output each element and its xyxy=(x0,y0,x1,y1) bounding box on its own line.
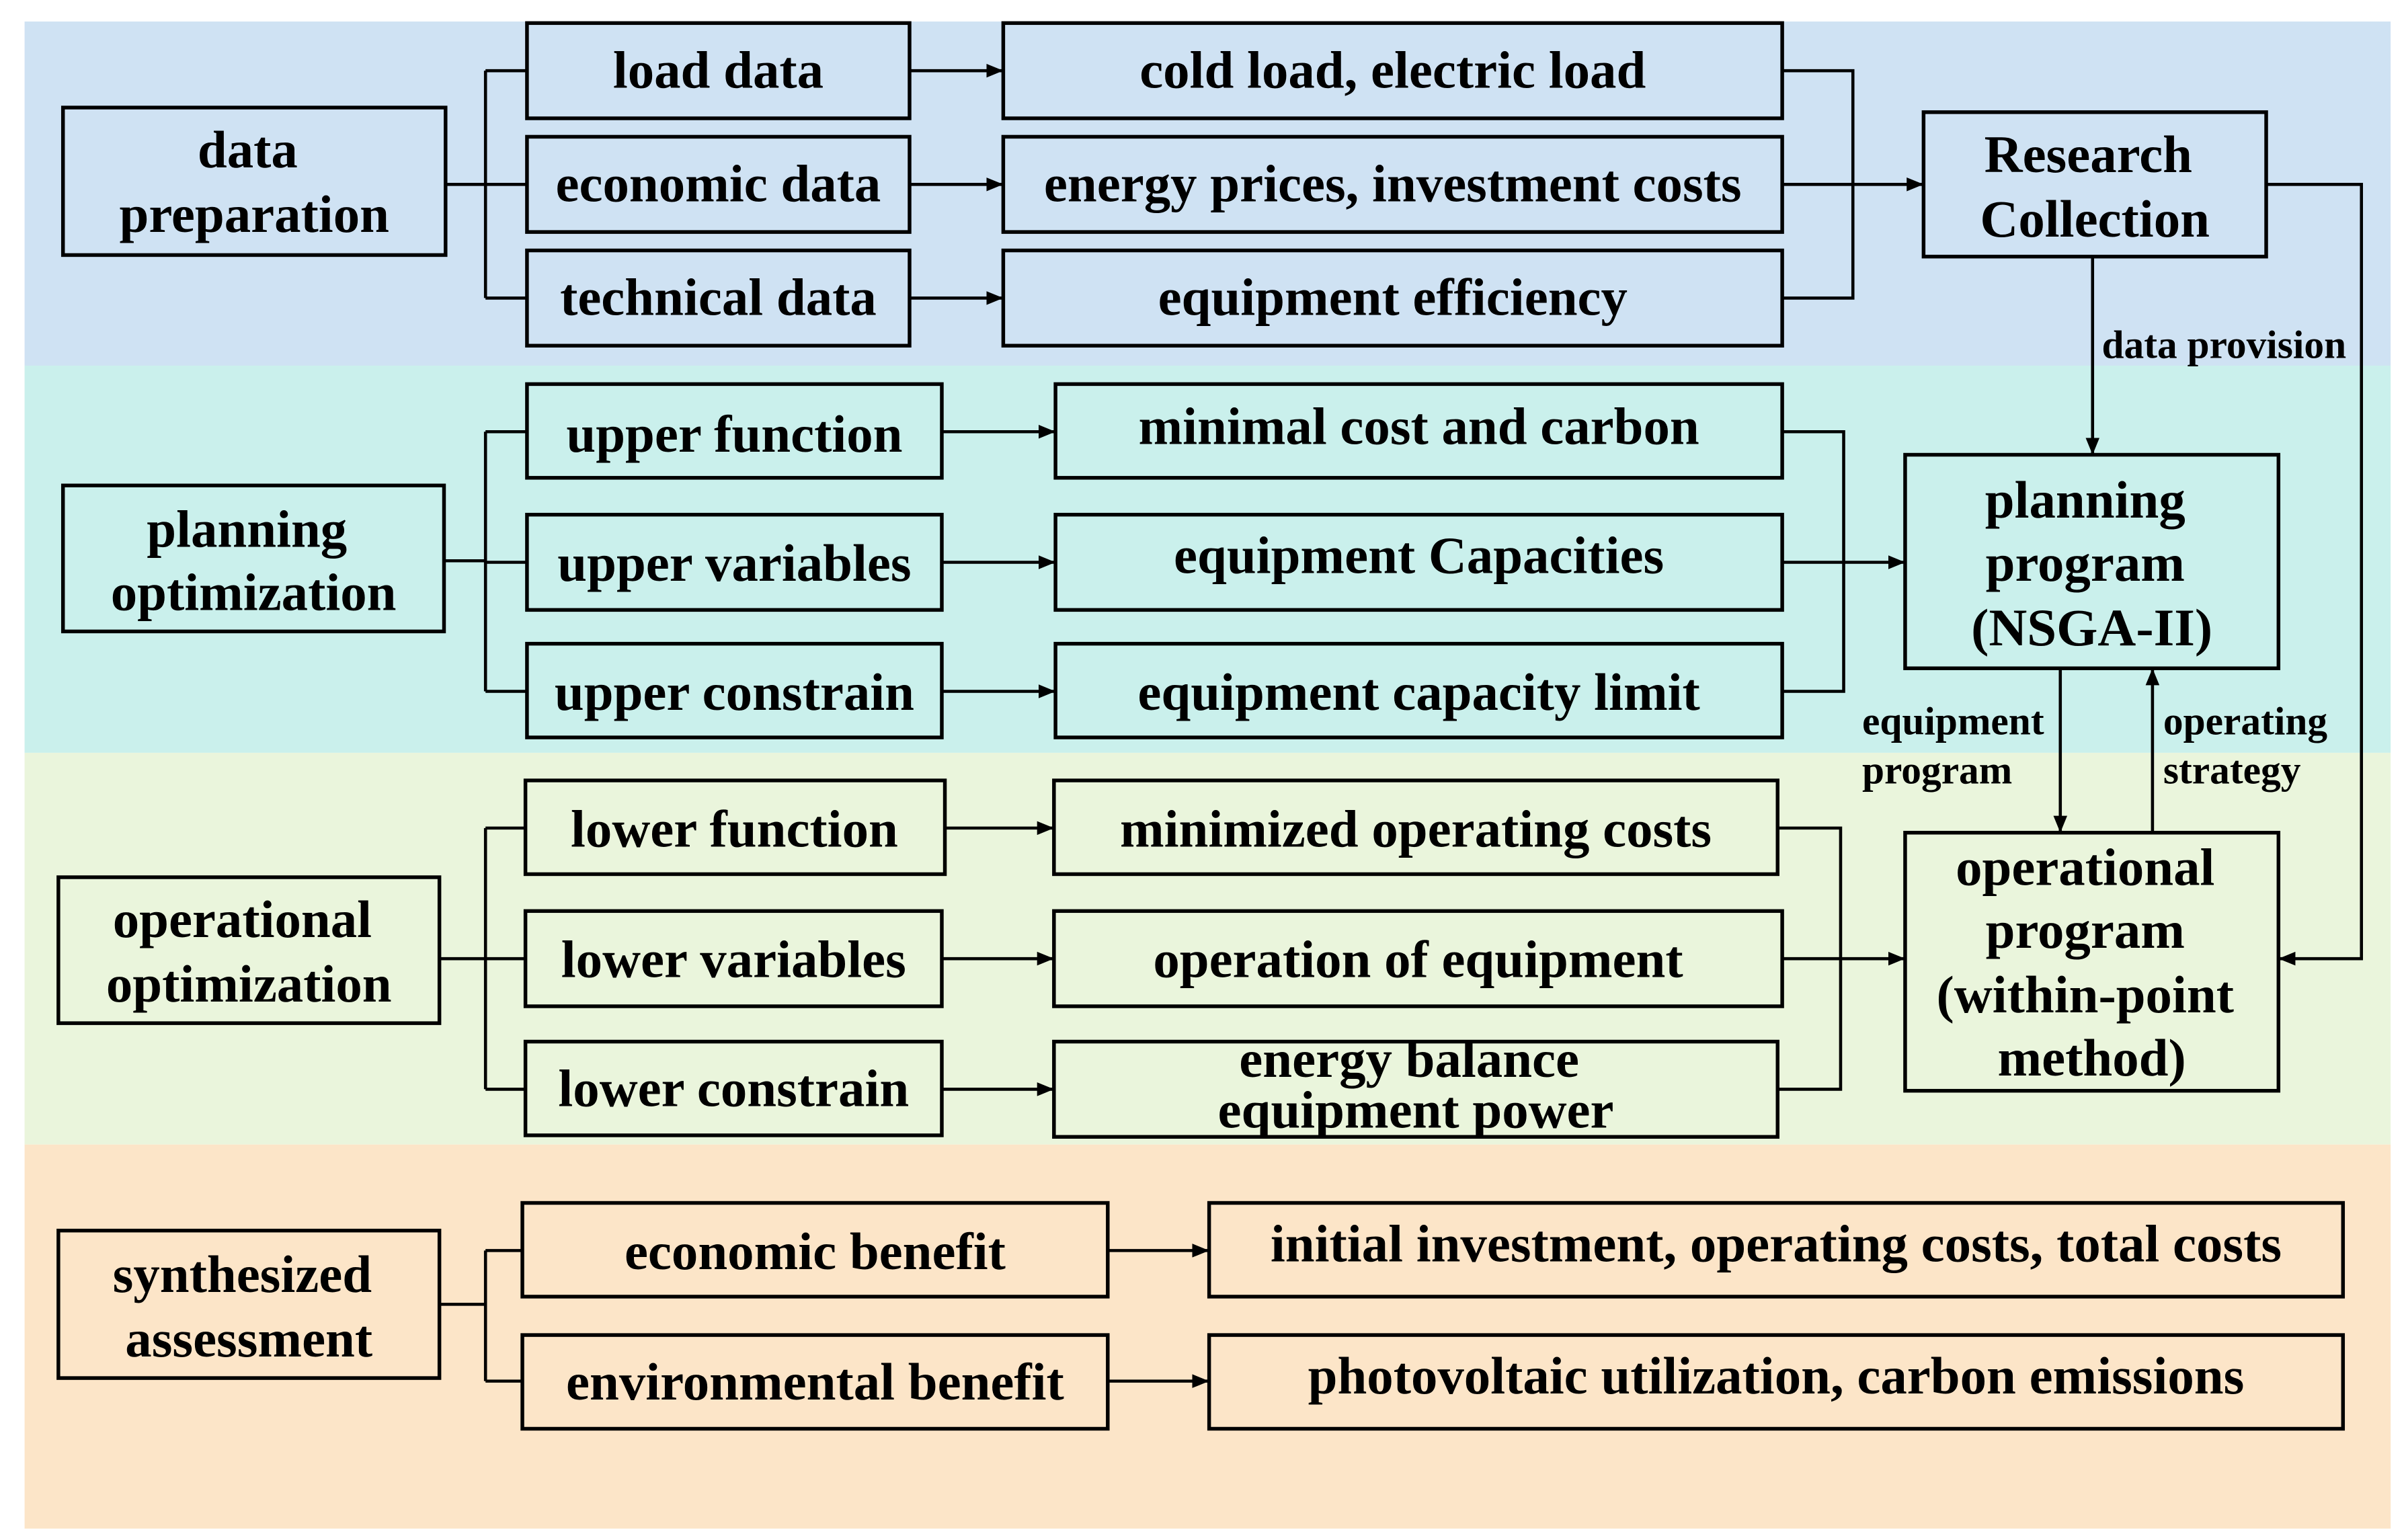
stage-box-data-preparation xyxy=(61,106,448,257)
detail-box-pv-carbon xyxy=(1207,1333,2345,1431)
item-label-load-data: load data xyxy=(613,41,824,99)
stage-label-operational-optimization: operational optimization xyxy=(106,891,392,1014)
item-label-environmental-benefit: environmental benefit xyxy=(566,1353,1064,1412)
band-data-preparation xyxy=(24,22,2391,366)
detail-label-energy-prices: energy prices, investment costs xyxy=(1044,155,1742,213)
label-line: (NSGA-II) xyxy=(1971,599,2212,657)
label-line: program xyxy=(1862,748,2012,793)
label-line: Collection xyxy=(1980,190,2210,249)
label-line: data xyxy=(198,121,298,179)
label-line: operational xyxy=(1956,838,2214,897)
label-line: planning xyxy=(147,501,347,559)
operational-program-box xyxy=(1903,831,2281,1093)
label-line: planning xyxy=(1985,471,2186,530)
label-line: program xyxy=(1986,534,2185,593)
label-line: Research xyxy=(1984,126,2192,184)
data-provision-label: data provision xyxy=(2101,323,2346,367)
item-label-economic-data: economic data xyxy=(556,155,881,213)
stage-label-synthesized-assessment: synthesized assessment xyxy=(113,1246,385,1369)
planning-program-box xyxy=(1903,452,2281,670)
research-collection-node: Research Collection data provision xyxy=(1921,110,2364,966)
stage-box-planning-optimization xyxy=(61,483,446,634)
arrow-research-to-operational-program xyxy=(2266,183,2364,966)
label-line: assessment xyxy=(125,1310,372,1369)
item-label-technical-data: technical data xyxy=(560,269,877,327)
label-line: synthesized xyxy=(113,1246,372,1304)
detail-label-operation-of-equipment: operation of equipment xyxy=(1153,931,1683,989)
planning-program-label: planning program (NSGA-II) xyxy=(1971,471,2212,657)
item-label-lower-function: lower function xyxy=(571,800,898,858)
row-planning-optimization: planning optimization upper function upp… xyxy=(61,382,1905,739)
detail-label-minimal-cost-carbon: minimal cost and carbon xyxy=(1138,398,1699,456)
label-line: preparation xyxy=(120,186,389,244)
label-line: method) xyxy=(1998,1029,2186,1088)
band-operational-optimization xyxy=(24,752,2391,1145)
item-label-lower-variables: lower variables xyxy=(561,931,906,989)
item-label-upper-variables: upper variables xyxy=(557,534,911,593)
detail-label-equipment-capacities: equipment Capacities xyxy=(1174,527,1664,585)
label-line: strategy xyxy=(2163,748,2301,793)
label-line: equipment xyxy=(1862,698,2044,743)
detail-label-energy-balance: energy balance equipment power xyxy=(1218,1030,1614,1139)
item-label-upper-constrain: upper constrain xyxy=(555,663,914,722)
item-label-economic-benefit: economic benefit xyxy=(625,1223,1006,1281)
stage-box-operational-optimization xyxy=(56,875,442,1025)
row-operational-optimization: operational optimization lower function … xyxy=(56,778,1905,1140)
planning-program-node: planning program (NSGA-II) xyxy=(1903,452,2281,670)
label-line: optimization xyxy=(106,955,392,1014)
stage-label-data-preparation: data preparation xyxy=(120,121,389,244)
equipment-program-label: equipment program xyxy=(1862,698,2054,792)
label-line: operating xyxy=(2163,698,2328,743)
detail-label-costs: initial investment, operating costs, tot… xyxy=(1271,1215,2282,1273)
operational-program-node: operational program (within-point method… xyxy=(1903,831,2281,1093)
label-line: equipment power xyxy=(1218,1082,1614,1140)
row-synthesized-assessment: synthesized assessment economic benefit … xyxy=(56,1201,2345,1431)
band-planning-optimization xyxy=(24,365,2391,753)
detail-label-equipment-capacity-limit: equipment capacity limit xyxy=(1137,663,1699,722)
label-line: optimization xyxy=(111,563,397,622)
detail-label-pv-carbon: photovoltaic utilization, carbon emissio… xyxy=(1308,1347,2245,1406)
research-collection-label: Research Collection xyxy=(1980,126,2210,249)
item-label-upper-function: upper function xyxy=(566,405,902,464)
label-line: operational xyxy=(113,891,372,949)
program-exchange: equipment program operating strategy xyxy=(1862,668,2337,833)
stage-label-planning-optimization: planning optimization xyxy=(111,501,397,622)
operating-strategy-label: operating strategy xyxy=(2163,698,2337,792)
label-line: (within-point xyxy=(1937,966,2234,1024)
detail-box-costs xyxy=(1207,1201,2345,1299)
row-data-preparation: data preparation load data economic data… xyxy=(61,21,1924,348)
item-label-lower-constrain: lower constrain xyxy=(558,1060,909,1119)
detail-label-minimized-operating-costs: minimized operating costs xyxy=(1120,800,1712,858)
operational-program-label: operational program (within-point method… xyxy=(1937,838,2247,1087)
label-line: energy balance xyxy=(1239,1030,1579,1089)
detail-label-equipment-efficiency: equipment efficiency xyxy=(1158,269,1628,327)
label-line: program xyxy=(1986,901,2185,960)
detail-label-cold-electric-load: cold load, electric load xyxy=(1139,41,1646,99)
